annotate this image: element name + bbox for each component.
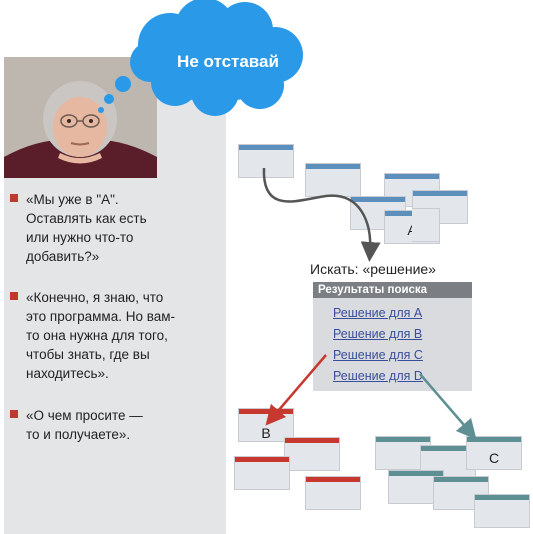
blue-window <box>412 208 440 242</box>
blue-window <box>305 163 361 197</box>
quote-1: «Мы уже в "A". Оставлять как есть или ну… <box>10 190 212 266</box>
search-results-title: Результаты поиска <box>313 282 472 298</box>
blue-window <box>412 190 468 224</box>
teal-window <box>474 494 530 528</box>
window-c-label: C <box>488 450 500 466</box>
thought-cloud <box>98 0 303 116</box>
window-c: C <box>466 436 522 470</box>
portrait-photo <box>4 57 157 178</box>
arrow-to-search <box>262 167 381 262</box>
bullet-square-icon <box>10 194 18 202</box>
result-link-d[interactable]: Решение для D <box>333 369 423 383</box>
quote-3: «О чем просите — то и получаете». <box>10 406 212 444</box>
quote-1-text: «Мы уже в "A". Оставлять как есть или ну… <box>26 192 147 264</box>
red-window <box>234 456 290 490</box>
result-link-b[interactable]: Решение для B <box>333 327 423 341</box>
quote-2: «Конечно, я знаю, что это программа. Но … <box>10 288 212 383</box>
window-b-label: B <box>261 425 271 441</box>
red-window <box>284 437 340 471</box>
bullet-square-icon <box>10 292 18 300</box>
quote-2-text: «Конечно, я знаю, что это программа. Но … <box>26 290 176 381</box>
search-results-panel: Результаты поиска Решение для A Решение … <box>313 282 472 391</box>
result-link-a[interactable]: Решение для A <box>333 306 423 320</box>
red-window <box>305 476 361 510</box>
quote-3-text: «О чем просите — то и получаете». <box>26 408 143 442</box>
result-link-c[interactable]: Решение для C <box>333 348 423 362</box>
bullet-square-icon <box>10 410 18 418</box>
cloud-text: Не отставай <box>177 52 279 71</box>
arrow-to-b <box>265 354 327 426</box>
blue-window <box>238 144 294 178</box>
arrow-to-c <box>419 373 477 440</box>
search-label: Искать: «решение» <box>310 261 436 277</box>
